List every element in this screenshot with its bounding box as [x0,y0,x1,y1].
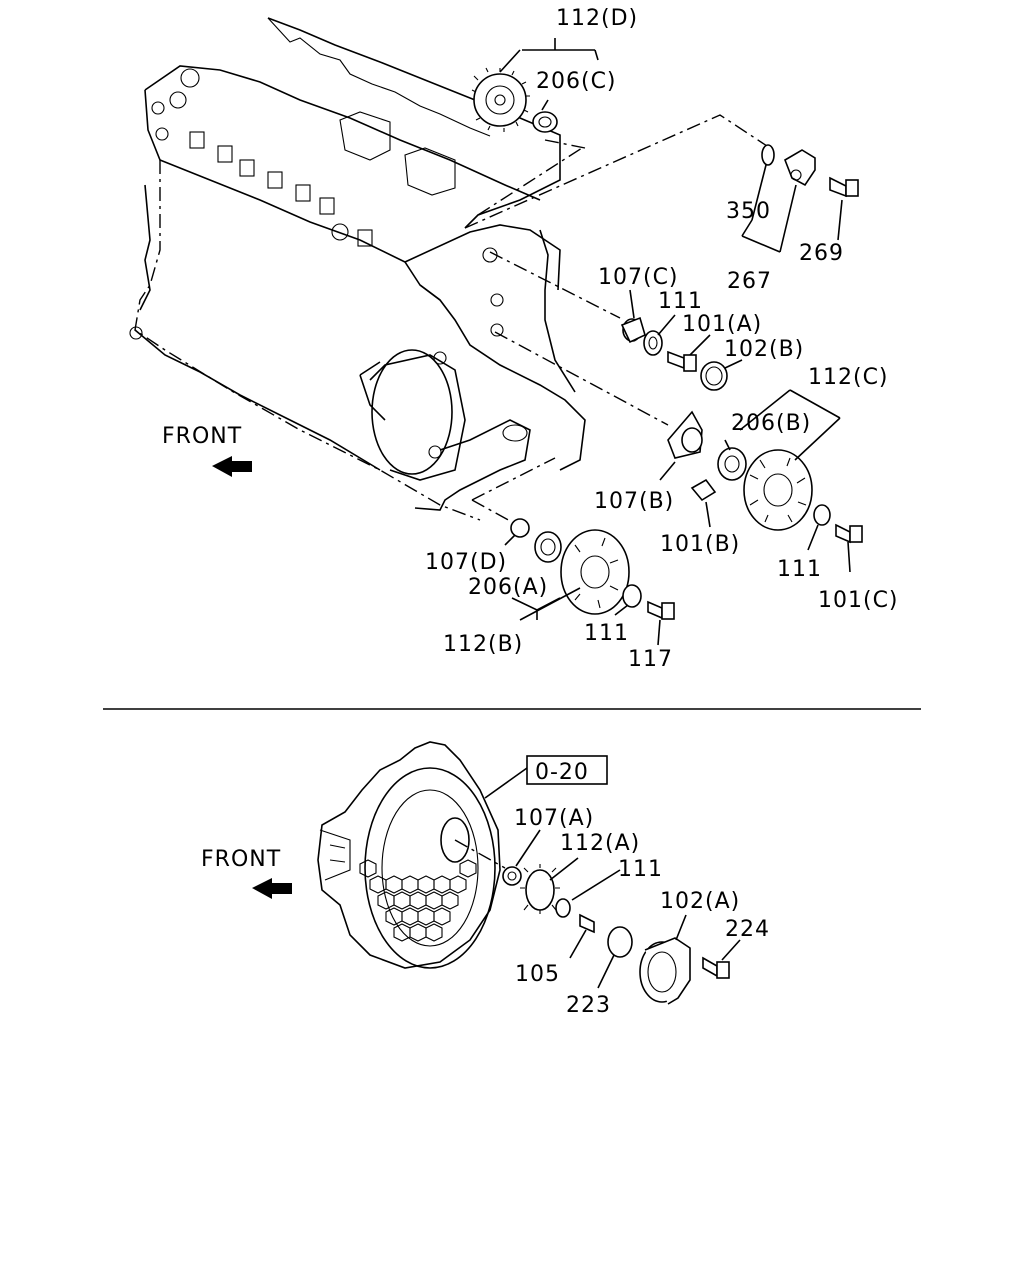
bushing-206a [534,531,562,563]
sensor-267 [784,149,816,187]
reference-box-label: 0-20 [535,760,589,785]
bolt-105 [579,913,595,934]
front-label-lower: FRONT [201,847,281,872]
callout-206b: 206(B) [731,411,811,436]
washer-111d [555,898,571,918]
callout-102a: 102(A) [660,889,740,914]
cover-102a [639,937,691,1005]
plug-107c [620,316,646,344]
callout-111b: 111 [777,557,822,582]
callout-112d: 112(D) [556,6,638,31]
callout-111c: 111 [584,621,629,646]
callout-223: 223 [566,993,611,1018]
front-arrow-upper [212,456,252,477]
gear-112d [471,67,530,132]
callout-101c: 101(C) [818,588,899,613]
oring-350 [761,144,775,166]
bolt-224 [702,956,730,979]
callout-111d: 111 [618,857,663,882]
callout-leaders-upper [499,38,851,646]
bushing-206c [532,111,558,133]
callout-206c: 206(C) [536,69,617,94]
engine-block [129,17,586,521]
callout-224: 224 [725,917,770,942]
washer-111c [622,584,642,608]
assembly-lines [464,114,771,523]
callout-107c: 107(C) [598,265,679,290]
bolt-101a [667,350,697,372]
plug-107d [510,518,530,538]
bushing-206b [717,447,747,481]
callout-101b: 101(B) [660,532,740,557]
callout-206a: 206(A) [468,575,548,600]
assembly-lines-lower [454,839,506,869]
callout-leaders-lower [484,767,741,989]
callout-267: 267 [727,269,772,294]
callout-102b: 102(B) [724,337,804,362]
washer-111b [813,504,831,526]
plug-107a [502,866,522,886]
bolt-269 [829,176,859,198]
gear-112b [560,529,630,615]
callout-112b: 112(B) [443,632,523,657]
seal-102b [700,361,728,391]
washer-111a [643,330,663,356]
front-arrow-lower [252,878,292,899]
callout-107d: 107(D) [425,550,507,575]
bolt-101b [690,478,717,502]
flywheel-housing [317,741,501,969]
callout-112c: 112(C) [808,365,889,390]
gear-112c [743,449,813,531]
front-label-upper: FRONT [162,424,242,449]
callout-105: 105 [515,962,560,987]
callout-350: 350 [726,199,771,224]
bolt-117 [647,600,675,620]
shaft-107b [667,410,703,459]
callout-107a: 107(A) [514,806,594,831]
callout-117: 117 [628,647,673,672]
callout-269: 269 [799,241,844,266]
callout-107b: 107(B) [594,489,674,514]
callout-112a: 112(A) [560,831,640,856]
oring-223 [607,926,633,958]
gear-112a [520,864,560,914]
bolt-101c [835,523,863,544]
reference-box [526,755,608,785]
callout-101a: 101(A) [682,312,762,337]
callout-111a: 111 [658,289,703,314]
